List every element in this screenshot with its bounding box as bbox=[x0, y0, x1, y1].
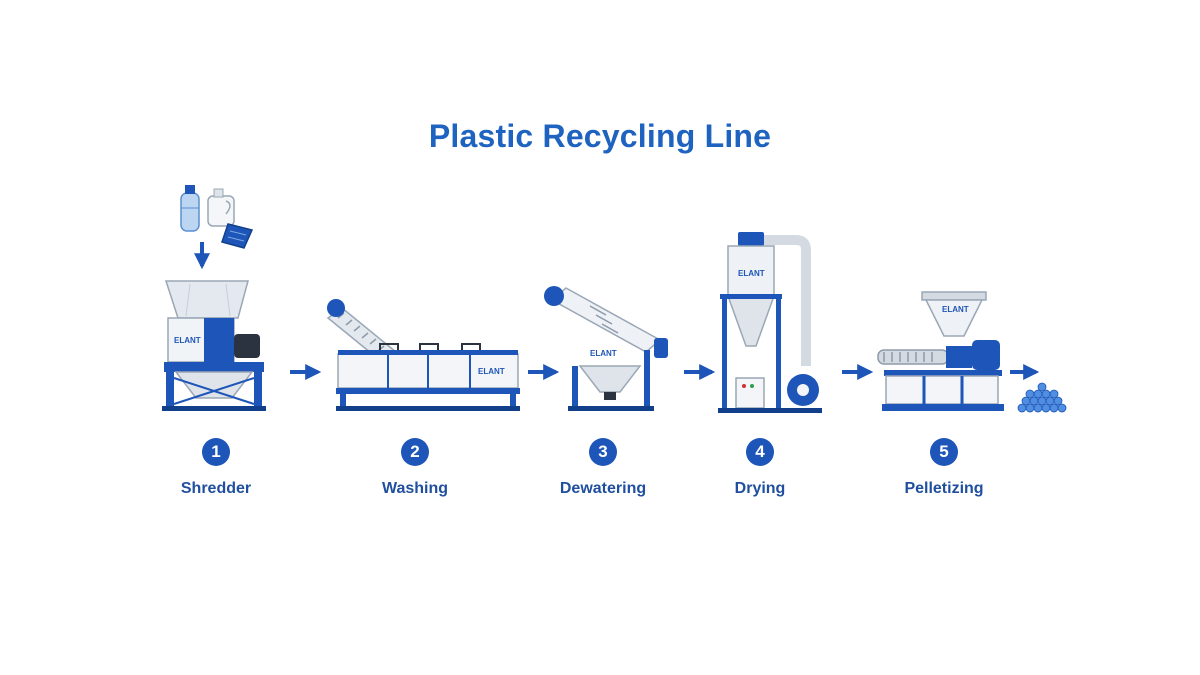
step-washing: 2 Washing bbox=[335, 438, 495, 498]
step-number-badge: 2 bbox=[401, 438, 429, 466]
step-drying: 4 Drying bbox=[680, 438, 840, 498]
brand-label: ELANT bbox=[738, 269, 765, 278]
step-pelletizing: 5 Pelletizing bbox=[864, 438, 1024, 498]
step-label: Dewatering bbox=[559, 480, 647, 497]
step-label: Drying bbox=[734, 480, 786, 497]
jug-icon bbox=[207, 188, 235, 227]
diagram-title: Plastic Recycling Line bbox=[428, 118, 772, 154]
pelletizing-extruder-icon: ELANT bbox=[877, 291, 1004, 411]
step-label: Pelletizing bbox=[904, 480, 984, 497]
brand-label: ELANT bbox=[590, 349, 617, 358]
plastic-bottle-icon bbox=[180, 185, 200, 232]
step-number-badge: 3 bbox=[589, 438, 617, 466]
brand-label: ELANT bbox=[942, 305, 969, 314]
step-dewatering: 3 Dewatering bbox=[523, 438, 683, 498]
brand-label: ELANT bbox=[478, 367, 505, 376]
dewatering-machine-icon: ELANT bbox=[544, 286, 668, 411]
cyclone-dryer-icon: ELANT bbox=[718, 232, 822, 413]
basket-icon bbox=[221, 223, 254, 249]
step-number-badge: 4 bbox=[746, 438, 774, 466]
brand-label: ELANT bbox=[174, 336, 201, 345]
step-label: Shredder bbox=[180, 480, 252, 497]
washing-tank-icon: ELANT bbox=[326, 299, 520, 411]
step-label: Washing bbox=[381, 480, 449, 497]
step-number-badge: 1 bbox=[202, 438, 230, 466]
step-number-badge: 5 bbox=[930, 438, 958, 466]
shredder-machine-icon: ELANT bbox=[162, 280, 266, 411]
pellets-icon bbox=[1017, 382, 1067, 413]
step-shredder: 1 Shredder bbox=[136, 438, 296, 498]
